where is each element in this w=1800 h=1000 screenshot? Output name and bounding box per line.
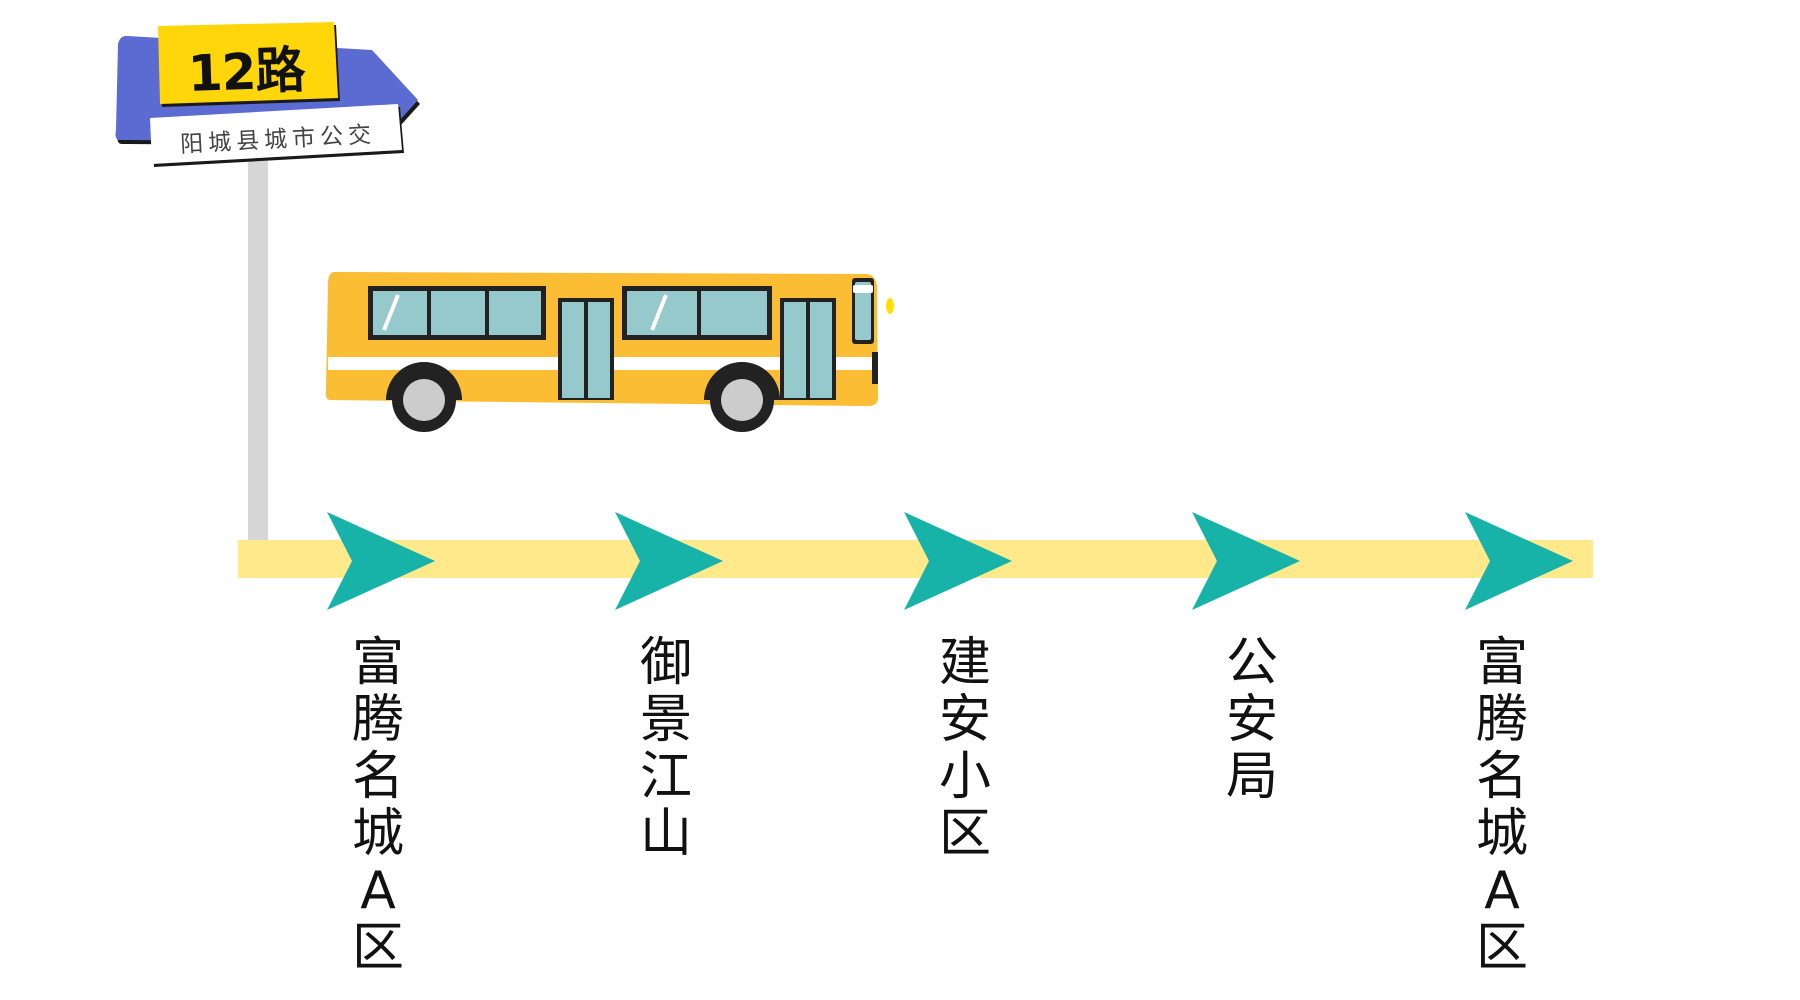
stop-label: 建安小区 [938, 633, 991, 864]
direction-arrows [327, 512, 1573, 610]
stop-label: 富腾名城A区 [351, 633, 404, 978]
chevron-right-icon [327, 512, 435, 610]
chevron-right-icon [1465, 512, 1573, 610]
stop-label: 富腾名城A区 [1475, 633, 1528, 978]
stop-label: 公安局 [1225, 633, 1278, 807]
stop-label: 御景江山 [639, 633, 692, 864]
chevron-right-icon [615, 512, 723, 610]
route-line [238, 540, 1593, 578]
route-number: 12路 [186, 40, 306, 104]
bus-icon [325, 272, 894, 432]
chevron-right-icon [1192, 512, 1300, 610]
sign-pole [248, 150, 268, 550]
chevron-right-icon [904, 512, 1012, 610]
signpost-icon [115, 22, 420, 167]
